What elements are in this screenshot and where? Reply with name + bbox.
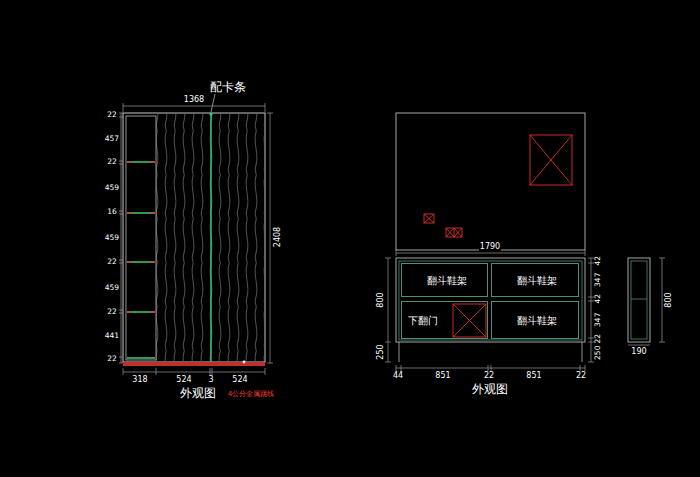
dimension-text: 318 <box>131 376 148 384</box>
dimension-text: 524 <box>175 376 192 384</box>
compartment-label: 下翻门 <box>408 315 438 326</box>
dimension-text: 459 <box>104 234 120 242</box>
dimension-text: 42 <box>594 255 602 267</box>
dimension-text: 22 <box>106 355 118 363</box>
dimension-text: 22 <box>106 308 118 316</box>
shoe-compartment: 翻斗鞋架 <box>401 263 488 297</box>
compartment-label: 翻斗鞋架 <box>517 275 557 286</box>
shoe-compartment: 翻斗鞋架 <box>491 263 579 297</box>
dimension-text: 42 <box>594 293 602 305</box>
dimension-text: 1368 <box>183 96 205 104</box>
dimension-text: 22 <box>106 158 118 166</box>
dimension-text: 22 <box>575 372 587 380</box>
dimension-text: 22 <box>483 372 495 380</box>
dimension-text: 459 <box>104 184 120 192</box>
dimension-text: 250 <box>594 345 602 361</box>
dimension-text: 851 <box>434 372 451 380</box>
dimension-text: 347 <box>594 272 602 288</box>
dimension-text: 800 <box>377 291 385 308</box>
dimension-text: 22 <box>106 111 118 119</box>
side-view <box>628 258 665 345</box>
view-caption: 外观图 <box>179 387 217 399</box>
view-caption: 配卡条 <box>209 81 247 93</box>
view-caption: 外观图 <box>471 383 509 395</box>
dimension-text: 441 <box>104 332 120 340</box>
compartment-label: 翻斗鞋架 <box>427 275 467 286</box>
dimension-text: 250 <box>377 343 385 360</box>
dimension-text: 347 <box>594 312 602 328</box>
dimension-text: 44 <box>392 372 404 380</box>
compartment-label: 翻斗鞋架 <box>517 315 557 326</box>
dimension-text: 800 <box>665 291 673 308</box>
shoe-compartment: 下翻门 <box>401 301 488 339</box>
dimension-text: 190 <box>630 348 647 356</box>
dimension-text: 22 <box>106 258 118 266</box>
dimension-text: 524 <box>231 376 248 384</box>
note-text: 4公分金属踢线 <box>227 391 275 398</box>
dimension-text: 459 <box>104 284 120 292</box>
wardrobe-elevation <box>119 94 273 375</box>
shoe-compartment: 翻斗鞋架 <box>491 301 579 339</box>
dimension-text: 851 <box>525 372 542 380</box>
dimension-text: 16 <box>106 208 118 216</box>
shoe-cabinet-elevation <box>385 113 594 371</box>
dimension-text: 22 <box>594 333 602 345</box>
dimension-text: 457 <box>104 135 120 143</box>
dimension-text: 2408 <box>274 226 282 248</box>
dimension-text: 1790 <box>479 243 501 251</box>
dimension-text: 3 <box>207 376 214 384</box>
